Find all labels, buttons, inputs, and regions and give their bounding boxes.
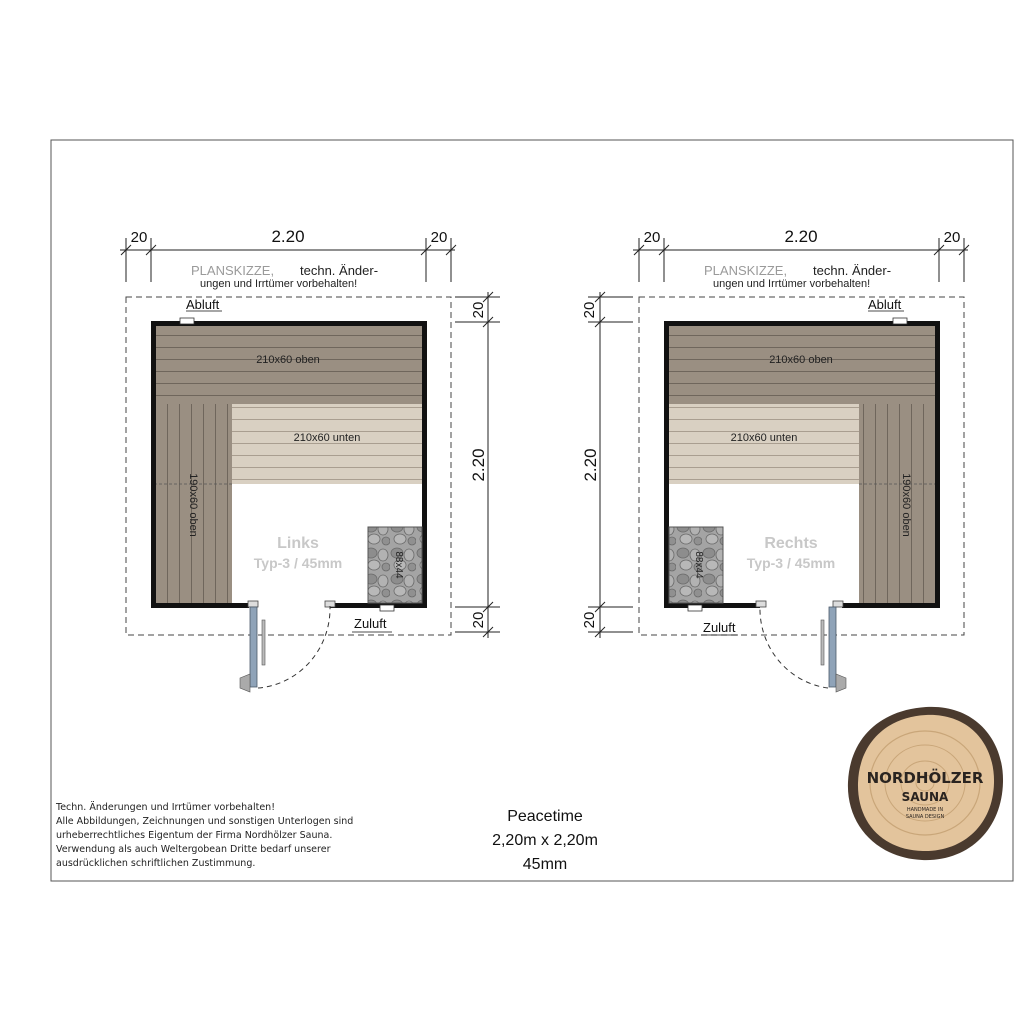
bench-bottom [232, 404, 422, 484]
dim-margin-top: 20 [470, 302, 487, 319]
dim-margin-right: 20 [431, 229, 448, 246]
top-dimension [633, 238, 970, 282]
bench-side [156, 404, 232, 604]
model-name: Rechts [764, 535, 817, 552]
model-type: Typ-3 / 45mm [747, 555, 835, 571]
abluft-label: Abluft [186, 297, 220, 312]
sauna-stove [367, 526, 423, 604]
product-size: 2,20m x 2,20m [492, 832, 598, 849]
walls [151, 321, 427, 608]
plan-links: 20 2.20 20 PLANSKIZZE, techn. Änder- ung… [120, 227, 500, 693]
door [755, 600, 847, 693]
logo-line-1: NORDHÖLZER [867, 768, 984, 787]
disclaimer-line-1: Techn. Änderungen und Irrtümer vorbehalt… [55, 802, 275, 813]
model-type: Typ-3 / 45mm [254, 555, 342, 571]
logo-tag-1: HANDMADE IN [907, 807, 944, 813]
dim-height: 2.20 [581, 448, 600, 481]
note-planskizze: PLANSKIZZE, [191, 263, 274, 278]
dim-margin-left: 20 [131, 229, 148, 246]
model-name: Links [277, 535, 319, 552]
sauna-stove [668, 526, 724, 604]
bench-bottom [669, 404, 859, 484]
note-line1: techn. Änder- [300, 263, 378, 278]
note-planskizze: PLANSKIZZE, [704, 263, 787, 278]
bench-top [669, 326, 935, 404]
logo-tag-2: SAUNA DESIGN [906, 814, 945, 820]
disclaimer-line-4: Verwendung als auch Weltergobean Dritte … [56, 844, 331, 855]
note-line2: ungen und Irrtümer vorbehalten! [200, 278, 357, 290]
exhaust-vent [892, 317, 908, 325]
walls [664, 321, 940, 608]
stove-label: 88x44 [693, 551, 704, 579]
dim-margin-right: 20 [944, 229, 961, 246]
plan-rechts: 20 2.20 20 PLANSKIZZE, techn. Änder- ung… [581, 227, 970, 693]
bench-side-label: 190x60 oben [187, 473, 199, 537]
note-line2: ungen und Irrtümer vorbehalten! [713, 278, 870, 290]
left-dimension [588, 291, 633, 638]
disclaimer: Techn. Änderungen und Irrtümer vorbehalt… [55, 802, 353, 869]
abluft-label: Abluft [868, 297, 902, 312]
bench-bottom-label: 210x60 unten [294, 432, 361, 444]
disclaimer-line-5: ausdrücklichen schriftlichen Zustimmung. [56, 858, 255, 869]
dim-margin-bottom: 20 [581, 612, 598, 629]
door [239, 600, 336, 693]
intake-vent [379, 604, 395, 612]
stove-label: 88x44 [393, 551, 404, 579]
logo-line-2: SAUNA [902, 790, 949, 804]
bench-top-label: 210x60 oben [769, 354, 833, 366]
right-dimension [455, 291, 500, 638]
product-name: Peacetime [507, 808, 583, 825]
footprint-outline [125, 296, 452, 636]
note-line1: techn. Änder- [813, 263, 891, 278]
exhaust-vent [179, 317, 195, 325]
dim-height: 2.20 [469, 448, 488, 481]
disclaimer-line-3: urheberrechtliches Eigentum der Firma No… [56, 830, 332, 841]
bench-top-label: 210x60 oben [256, 354, 320, 366]
product-title: Peacetime 2,20m x 2,20m 45mm [492, 808, 598, 873]
zuluft-label: Zuluft [354, 616, 387, 631]
dim-width: 2.20 [784, 227, 817, 246]
footprint-outline [638, 296, 965, 636]
dim-width: 2.20 [271, 227, 304, 246]
zuluft-label: Zuluft [703, 620, 736, 635]
bench-top [156, 326, 422, 404]
bench-bottom-label: 210x60 unten [731, 432, 798, 444]
dim-margin-top: 20 [581, 302, 598, 319]
disclaimer-line-2: Alle Abbildungen, Zeichnungen und sonsti… [56, 816, 353, 827]
dim-margin-left: 20 [644, 229, 661, 246]
bench-side [859, 404, 935, 604]
product-thickness: 45mm [523, 856, 567, 873]
dim-margin-bottom: 20 [470, 612, 487, 629]
top-dimension [120, 238, 457, 282]
bench-side-label: 190x60 oben [900, 473, 912, 537]
intake-vent [687, 604, 703, 612]
nordhoelzer-logo: NORDHÖLZER SAUNA HANDMADE IN SAUNA DESIG… [847, 706, 1004, 861]
